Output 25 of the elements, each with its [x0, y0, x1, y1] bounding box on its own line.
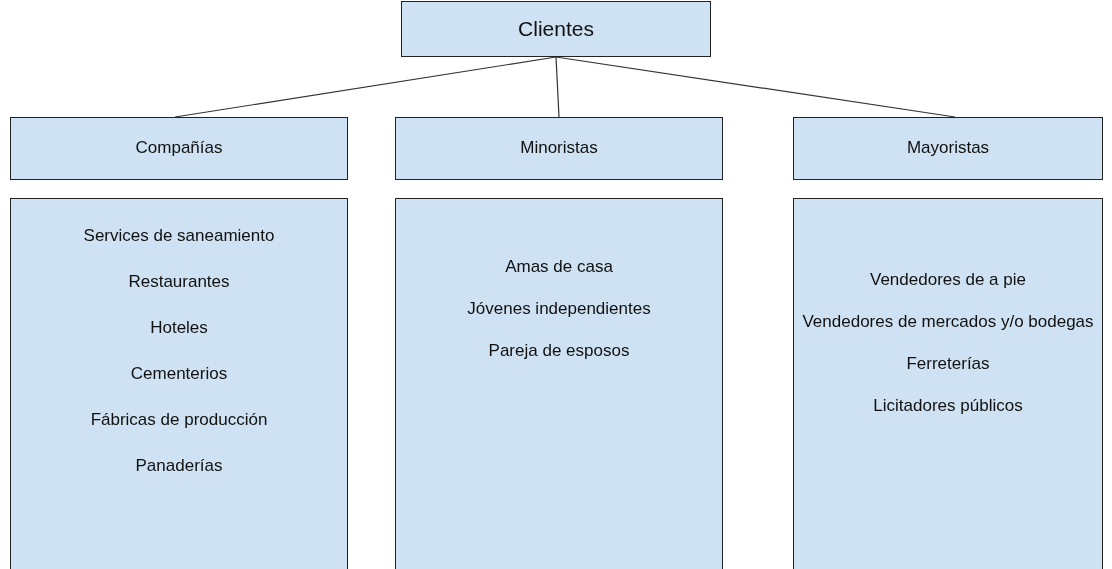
list-item: Licitadores públicos — [872, 395, 1024, 418]
list-item: Services de saneamiento — [82, 225, 276, 247]
box-label: Compañías — [134, 137, 224, 160]
box-label: Clientes — [517, 16, 595, 43]
list-item: Vendedores de mercados y/o bodegas — [801, 311, 1095, 334]
category-box — [793, 117, 1103, 180]
list-box — [10, 198, 348, 569]
list-item: Panaderías — [134, 455, 224, 478]
box-label: Minoristas — [519, 137, 599, 160]
list-box — [395, 198, 723, 569]
category-box — [395, 117, 723, 180]
category-box — [401, 1, 711, 57]
list-item: Amas de casa — [504, 256, 614, 278]
list-item: Cementerios — [129, 363, 229, 386]
list-item: Restaurantes — [127, 271, 231, 294]
list-item: Pareja de esposos — [487, 340, 631, 363]
list-item: Ferreterías — [905, 353, 991, 376]
connector-line — [555, 56, 560, 118]
list-box — [793, 198, 1103, 569]
list-item: Hoteles — [149, 317, 209, 340]
list-item: Fábricas de producción — [89, 409, 269, 432]
category-box — [10, 117, 348, 180]
list-item: Vendedores de a pie — [869, 269, 1027, 291]
box-label: Mayoristas — [905, 137, 991, 160]
list-item: Jóvenes independientes — [466, 298, 652, 321]
